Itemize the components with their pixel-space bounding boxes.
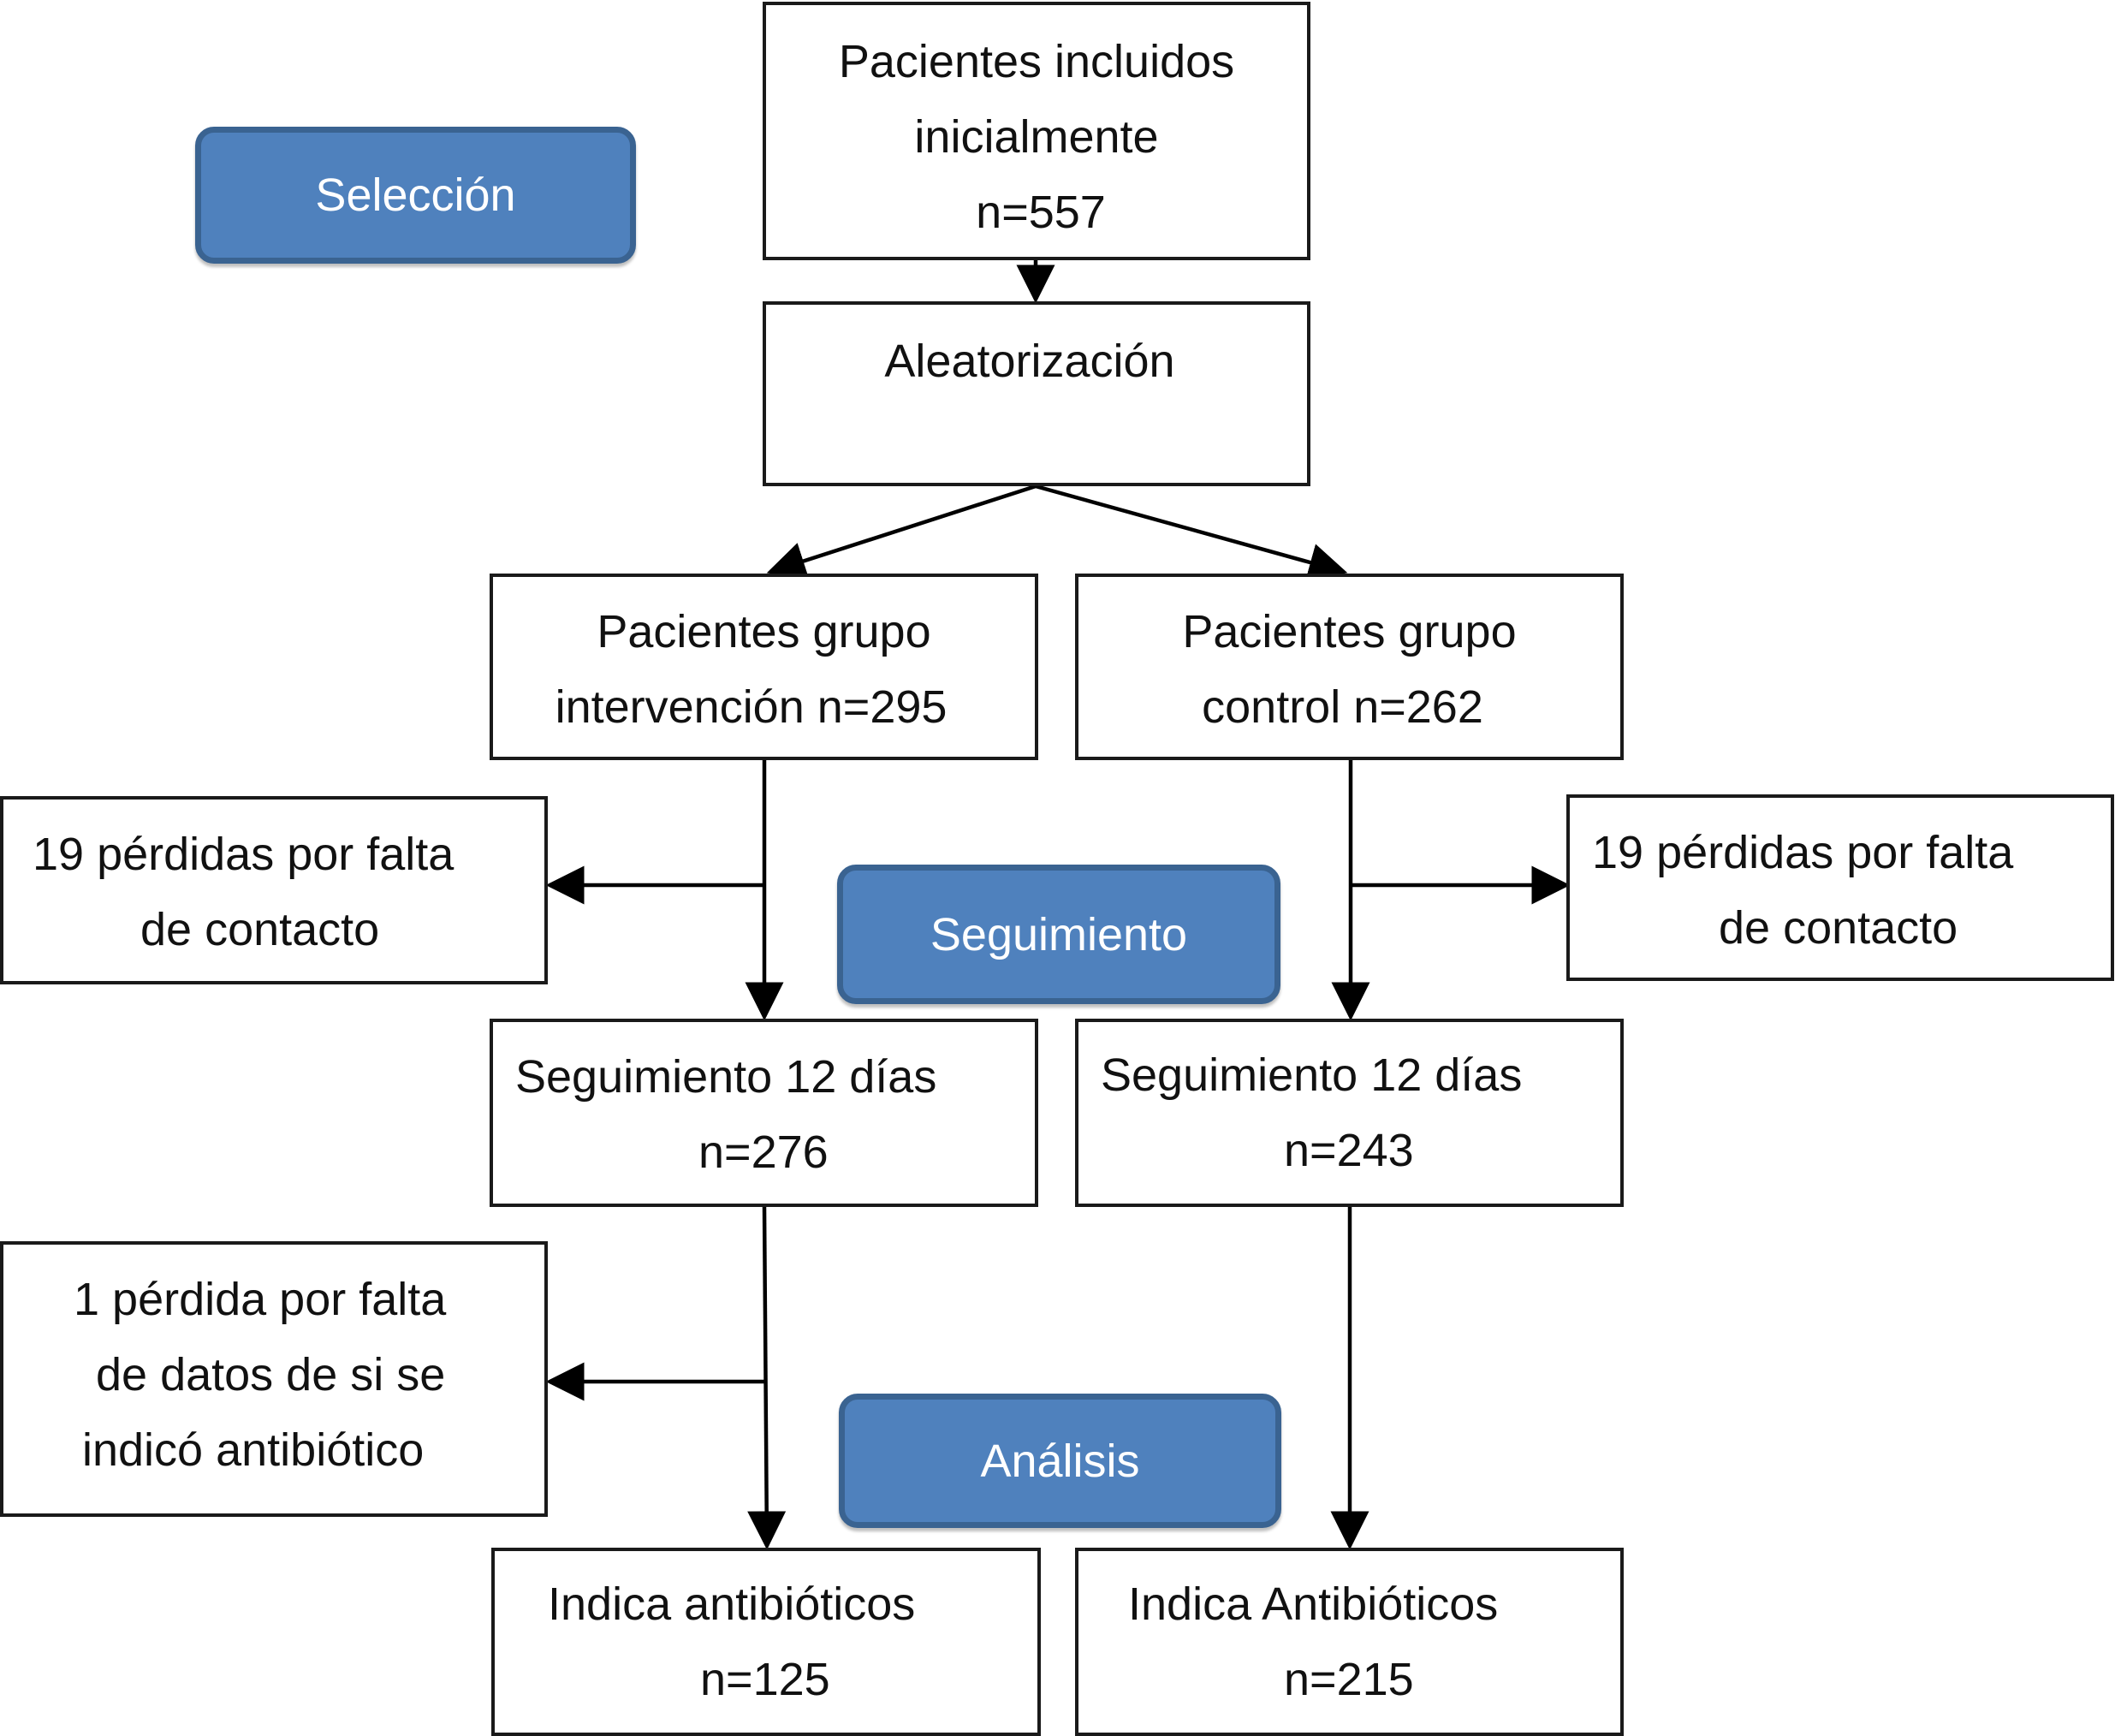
node-text: de contacto bbox=[1719, 902, 1958, 954]
node-text: intervención n=295 bbox=[555, 681, 948, 733]
node-seguimiento-izq: Seguimiento 12 días n=276 bbox=[490, 1019, 1038, 1207]
node-text: n=125 bbox=[700, 1654, 830, 1705]
node-text: n=276 bbox=[698, 1127, 829, 1178]
node-incluidos: Pacientes incluidos inicialmente n=557 bbox=[763, 2, 1310, 260]
node-text: indicó antibiótico bbox=[82, 1424, 425, 1476]
node-aleatorizacion: Aleatorización bbox=[763, 301, 1310, 486]
node-text: 19 pérdidas por falta bbox=[33, 829, 454, 880]
node-text: 19 pérdidas por falta bbox=[1592, 827, 2014, 878]
node-text: Pacientes grupo bbox=[597, 606, 931, 657]
node-perdidas-izq: 19 pérdidas por falta de contacto bbox=[0, 796, 548, 984]
node-text: 1 pérdida por falta bbox=[74, 1274, 447, 1325]
node-text: de datos de si se bbox=[96, 1349, 446, 1400]
node-text: de contacto bbox=[140, 904, 380, 955]
node-text: n=215 bbox=[1284, 1654, 1414, 1705]
stage-seleccion: Selección bbox=[195, 127, 636, 264]
stage-label: Selección bbox=[315, 169, 516, 221]
node-text: Pacientes incluidos bbox=[838, 36, 1235, 87]
node-antibioticos-der: Indica Antibióticos n=215 bbox=[1075, 1548, 1624, 1736]
node-text: Aleatorización bbox=[884, 336, 1175, 387]
node-text: inicialmente bbox=[914, 111, 1159, 163]
stage-label: Análisis bbox=[980, 1435, 1140, 1487]
node-text: Seguimiento 12 días bbox=[1101, 1049, 1523, 1101]
node-text: Pacientes grupo bbox=[1182, 606, 1517, 657]
node-intervencion: Pacientes grupo intervención n=295 bbox=[490, 574, 1038, 760]
node-text: n=243 bbox=[1284, 1125, 1414, 1176]
stage-label: Seguimiento bbox=[930, 908, 1188, 960]
stage-seguimiento: Seguimiento bbox=[837, 865, 1280, 1004]
node-text: Indica Antibióticos bbox=[1128, 1578, 1499, 1630]
node-antibioticos-izq: Indica antibióticos n=125 bbox=[491, 1548, 1041, 1736]
arrow-seguimiento-to-antibioticos-izq bbox=[747, 1206, 787, 1550]
node-text: n=557 bbox=[976, 187, 1106, 238]
arrow-aleatorizacion-to-intervencion bbox=[766, 484, 1037, 580]
node-control: Pacientes grupo control n=262 bbox=[1075, 574, 1624, 760]
arrow-aleatorizacion-to-control bbox=[1035, 484, 1348, 581]
node-text: Indica antibióticos bbox=[548, 1578, 916, 1630]
stage-analisis: Análisis bbox=[839, 1394, 1281, 1528]
node-text: control n=262 bbox=[1202, 681, 1483, 733]
node-text: Seguimiento 12 días bbox=[515, 1051, 937, 1103]
node-perdidas-der: 19 pérdidas por falta de contacto bbox=[1566, 794, 2114, 981]
node-seguimiento-der: Seguimiento 12 días n=243 bbox=[1075, 1019, 1624, 1207]
node-perdida-datos: 1 pérdida por falta de datos de si se in… bbox=[0, 1241, 548, 1517]
